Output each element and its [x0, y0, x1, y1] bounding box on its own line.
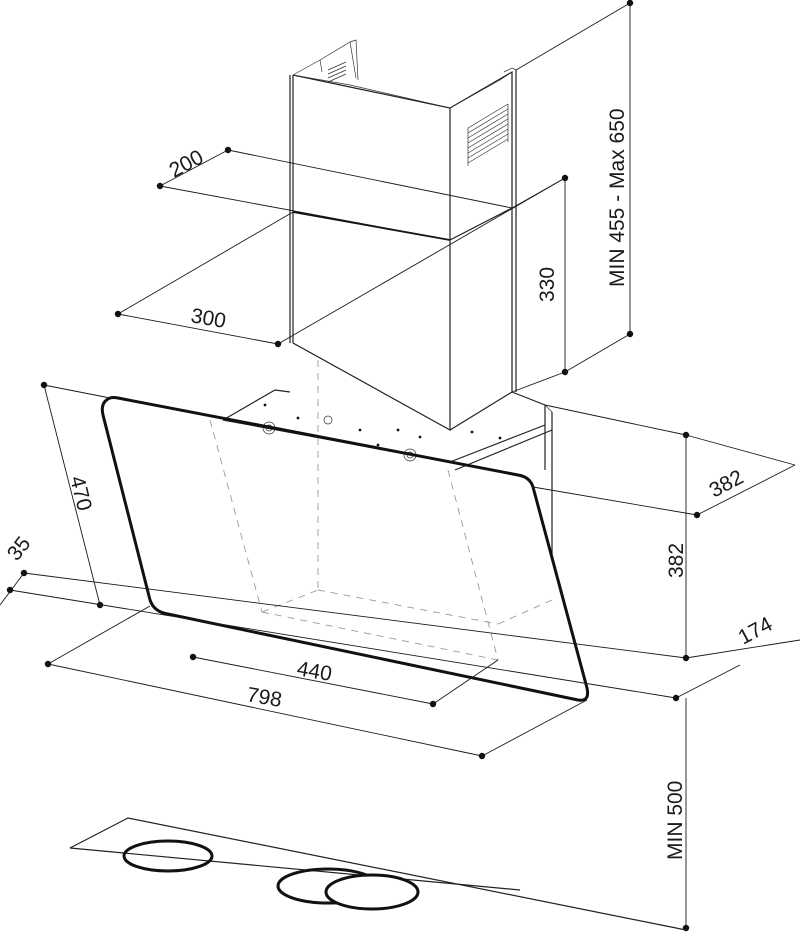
- dimension-labels: 200 300 330 MIN 455 - Max 650 382 382 47…: [3, 108, 777, 860]
- cooktop: [69, 817, 687, 931]
- dim-chimney-depth: 200: [166, 146, 208, 183]
- dim-total-width: 798: [245, 683, 284, 712]
- dim-panel-offset: 35: [3, 533, 36, 566]
- dim-min-distance-hob: MIN 500: [664, 781, 687, 860]
- dim-hood-depth: 382: [706, 466, 748, 503]
- dim-chimney-height-range: MIN 455 - Max 650: [606, 108, 629, 287]
- dim-panel-height: 470: [65, 474, 96, 514]
- chimney-top-vents: [327, 61, 347, 83]
- hidden-lines: [209, 360, 553, 661]
- chimney-base-details: [262, 403, 502, 462]
- dim-inner-width: 440: [295, 657, 334, 686]
- glass-panel: [100, 396, 590, 702]
- hob-burner-left: [122, 839, 214, 873]
- hob-burner-right: [324, 873, 420, 911]
- dim-hood-height: 382: [665, 543, 688, 578]
- dim-chimney-lower-height: 330: [536, 267, 559, 302]
- dim-bottom-depth: 174: [735, 613, 777, 650]
- chimney: [262, 39, 517, 462]
- hood-top-plate: [222, 389, 553, 560]
- chimney-side-vents: [467, 103, 509, 166]
